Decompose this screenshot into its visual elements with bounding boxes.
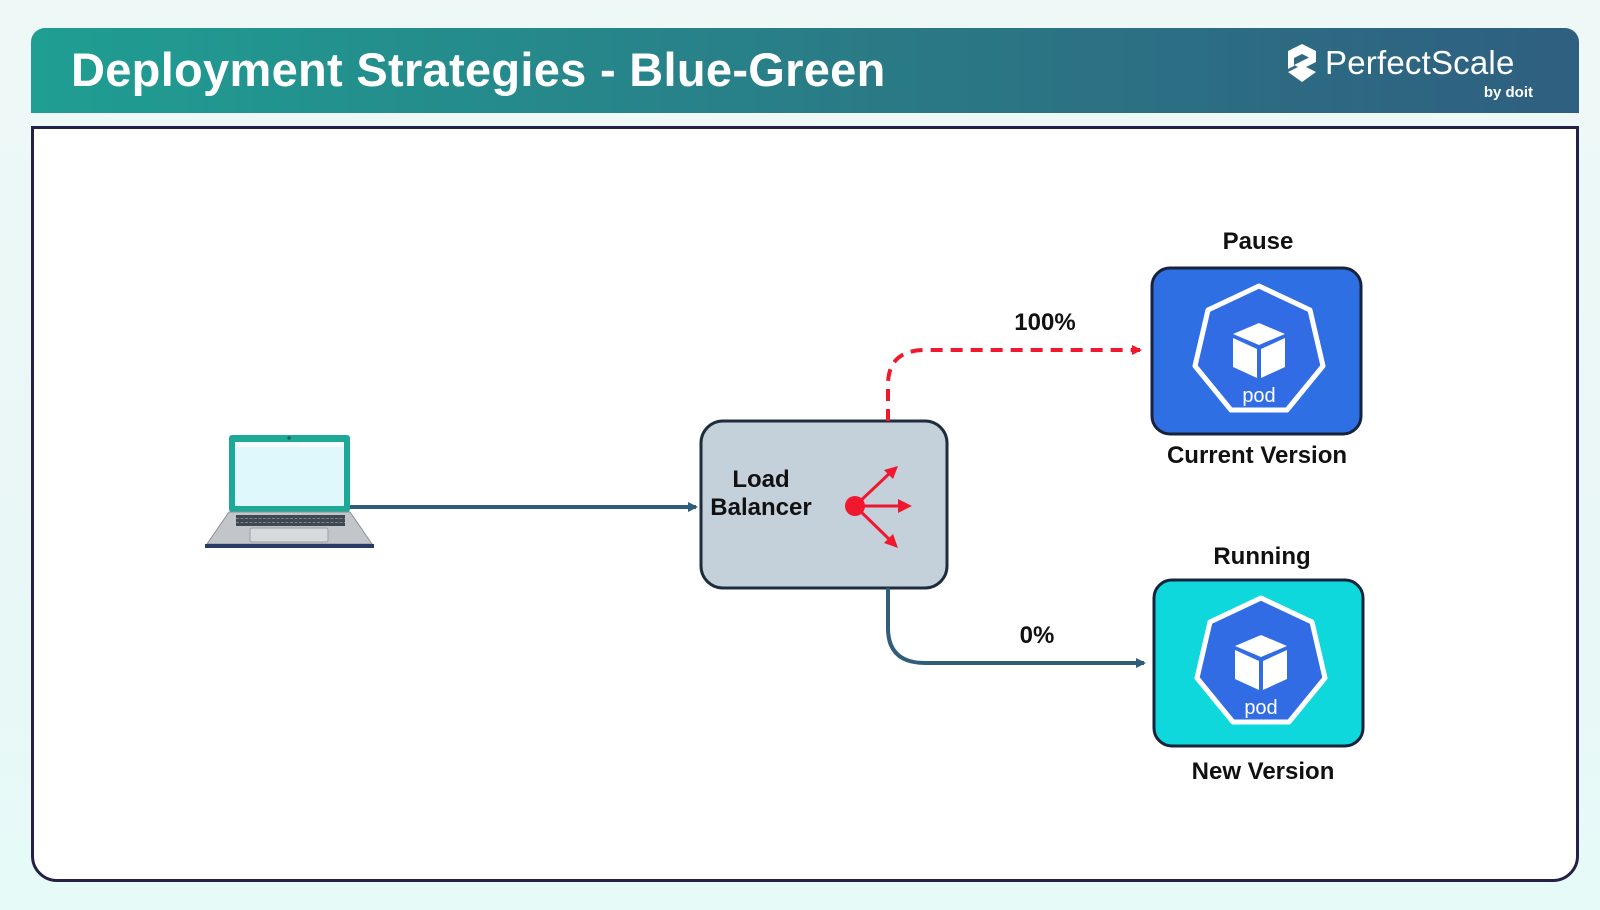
new-status-label: Running	[1213, 543, 1311, 570]
brand-name: PerfectScale	[1325, 44, 1515, 81]
load-balancer-box	[699, 419, 949, 590]
load-balancer-label-line2: Balancer	[710, 494, 812, 521]
load-balancer-label-line1: Load	[732, 466, 790, 493]
load-balancer-label: Load Balancer	[706, 466, 816, 522]
new-version-label: New Version	[1191, 758, 1335, 785]
header-bar: Deployment Strategies - Blue-Green Perfe…	[31, 28, 1579, 113]
route-current-arrow	[886, 345, 1142, 421]
route-new-arrow	[886, 588, 1146, 668]
pod-icon	[1194, 595, 1328, 725]
route-new-percent: 0%	[1019, 622, 1055, 649]
brand-byline: by doit	[1483, 84, 1533, 101]
current-status-label: Pause	[1222, 228, 1294, 255]
distribution-arrows-icon	[845, 466, 912, 548]
page-title: Deployment Strategies - Blue-Green	[71, 43, 886, 96]
current-version-label: Current Version	[1166, 442, 1348, 469]
pod-icon	[1192, 283, 1326, 413]
brand-logo: PerfectScale by doit	[1285, 42, 1535, 104]
pod-label-new: pod	[1244, 697, 1277, 719]
pod-label-current: pod	[1242, 385, 1275, 407]
laptop-icon	[205, 435, 374, 548]
perfectscale-logo-icon	[1288, 44, 1316, 82]
route-current-percent: 100%	[1014, 309, 1076, 336]
